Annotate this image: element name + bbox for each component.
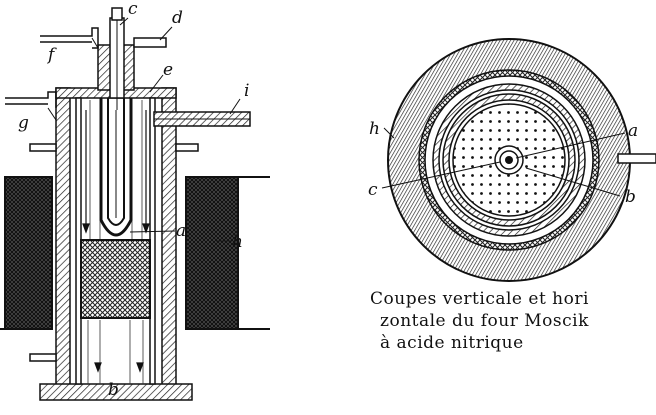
pipe-d	[133, 37, 167, 48]
label-g-vertical: g	[18, 113, 29, 133]
label-e-vertical: e	[163, 60, 173, 80]
horizontal-section: h a c b	[368, 38, 656, 282]
label-b-horizontal: b	[625, 187, 636, 207]
label-b-vertical: b	[108, 380, 119, 400]
base-flange	[39, 383, 193, 401]
outer-wall-right	[161, 87, 177, 389]
label-f-vertical: f	[46, 45, 57, 65]
side-pipe	[617, 153, 656, 164]
label-i-vertical: i	[244, 81, 249, 101]
outer-wall-left	[55, 87, 71, 389]
caption-line-3: à acide nitrique	[380, 333, 524, 353]
label-c-vertical: c	[128, 0, 138, 19]
u-tube-a	[99, 98, 133, 237]
label-a-vertical: a	[176, 221, 186, 241]
label-h-horizontal: h	[369, 119, 380, 139]
coil-right	[185, 176, 239, 330]
figure-caption: Coupes verticale et hori zontale du four…	[370, 288, 656, 354]
label-d-vertical: d	[172, 8, 183, 28]
catalyst-zone	[80, 239, 151, 319]
caption-line-1: Coupes verticale et hori	[370, 289, 589, 309]
label-h-vertical: h	[232, 232, 243, 252]
caption-line-2: zontale du four Moscik	[380, 311, 589, 331]
label-a-horizontal: a	[628, 121, 638, 141]
coil-left	[4, 176, 53, 330]
label-c-horizontal: c	[368, 180, 378, 200]
vertical-section: c d f e i g a h b	[0, 0, 270, 401]
